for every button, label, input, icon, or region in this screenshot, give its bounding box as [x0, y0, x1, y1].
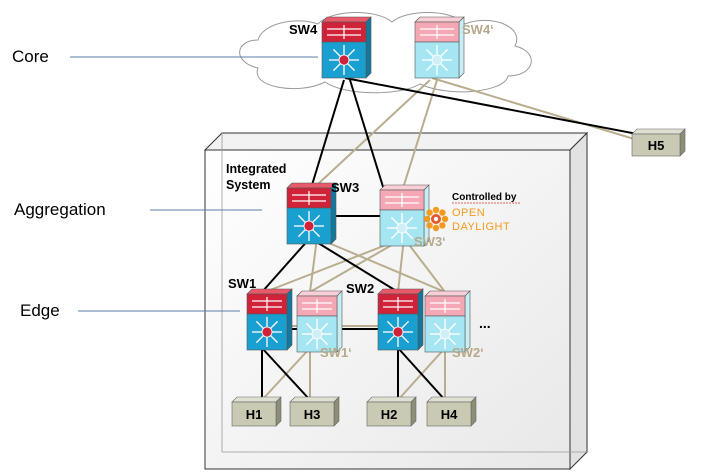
switch-sw3[interactable] [286, 182, 337, 245]
switch-label-sw3: SW3 [331, 180, 359, 195]
host-h5[interactable]: H5 [631, 128, 686, 157]
integrated-system-label-line1: Integrated [226, 162, 286, 176]
switch-sw4-virtual[interactable] [414, 16, 465, 79]
switch-label-sw2: SW2 [346, 281, 374, 296]
layer-label-aggregation: Aggregation [14, 200, 106, 219]
switch-sw1-virtual[interactable] [296, 290, 343, 353]
layer-label-core: Core [12, 47, 49, 66]
host-h5-label: H5 [648, 138, 665, 153]
switch-label-sw1-virtual: SW1‘ [320, 345, 352, 360]
host-h2-label: H2 [381, 407, 398, 422]
opendaylight-logo-icon [423, 206, 449, 232]
opendaylight-brand-line1: OPEN [452, 207, 485, 219]
physical-links [261, 77, 659, 401]
switch-sw4[interactable] [321, 16, 372, 79]
switch-sw2-virtual[interactable] [424, 290, 471, 353]
switch-label-sw2-virtual: SW2‘ [452, 345, 484, 360]
integrated-system-label-line2: System [226, 178, 270, 192]
host-h2[interactable]: H2 [366, 396, 417, 427]
host-h1-label: H1 [246, 407, 263, 422]
switch-label-sw3-virtual: SW3‘ [414, 234, 446, 249]
switch-sw2[interactable] [377, 288, 424, 351]
host-h3[interactable]: H3 [289, 396, 340, 427]
switch-sw1[interactable] [246, 288, 293, 351]
switch-sw3-virtual[interactable] [379, 184, 430, 247]
host-h4[interactable]: H4 [426, 396, 477, 427]
controller-caption: Controlled by [452, 192, 517, 203]
layer-label-edge: Edge [20, 301, 60, 320]
switch-label-sw4-virtual: SW4‘ [462, 22, 494, 37]
switch-label-sw4: SW4 [289, 22, 318, 37]
host-h1[interactable]: H1 [231, 396, 282, 427]
more-switches-indicator: ... [479, 315, 491, 331]
opendaylight-brand-line2: DAYLIGHT [452, 221, 510, 233]
switch-label-sw1: SW1 [228, 276, 256, 291]
host-h4-label: H4 [441, 407, 458, 422]
host-h3-label: H3 [304, 407, 321, 422]
